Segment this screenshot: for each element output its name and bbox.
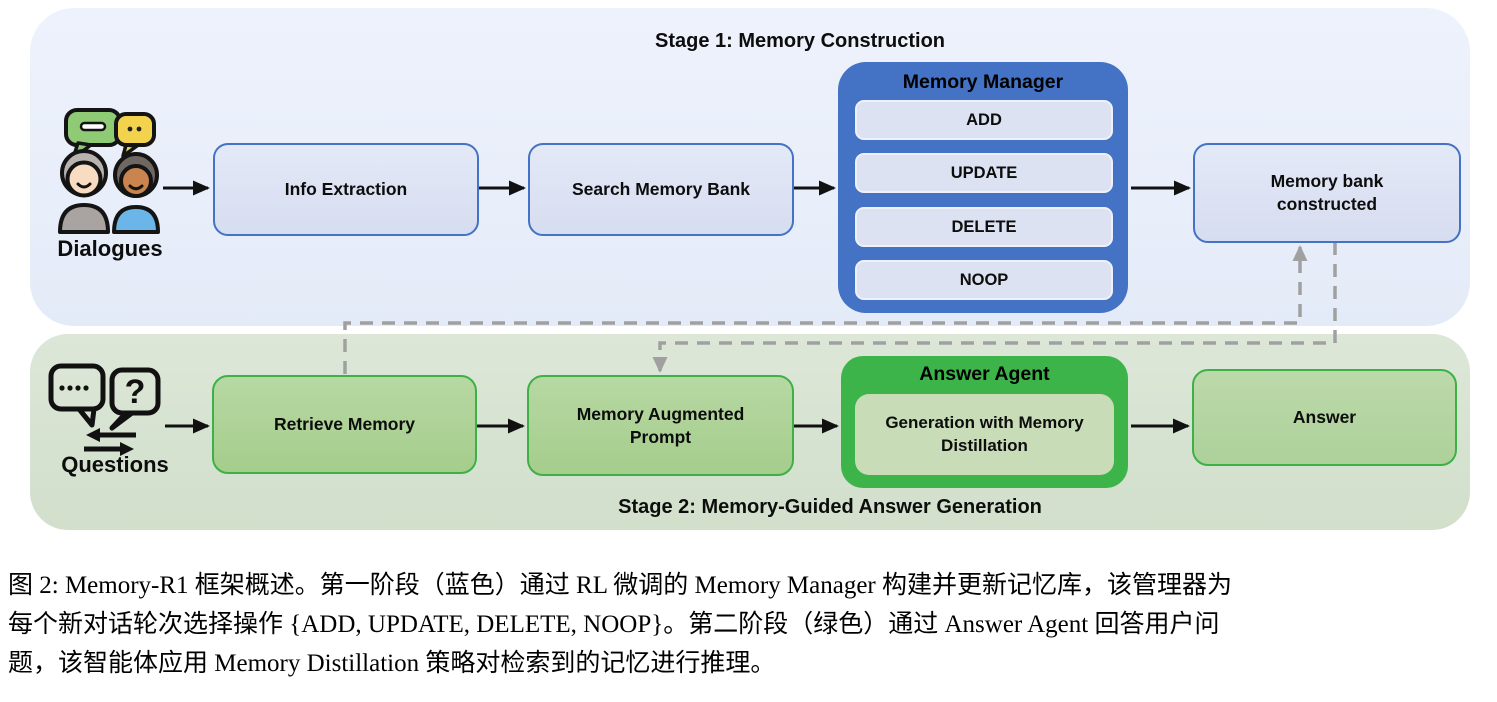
caption-line-2: 每个新对话轮次选择操作 {ADD, UPDATE, DELETE, NOOP}。… [8,611,1220,638]
questions-icon: ? [48,363,161,456]
action-update: UPDATE [855,153,1113,193]
dialogues-icon [58,108,160,234]
questions-label: Questions [61,452,169,477]
memory-manager-title: Memory Manager [902,71,1064,93]
exchange-arrows-icon [84,428,136,456]
speech-bubble-yellow-icon [114,112,156,158]
info-extraction-box: Info Extraction [213,143,479,236]
stage2-title: Stage 2: Memory-Guided Answer Generation [618,496,1042,518]
action-noop: NOOP [855,260,1113,300]
answer-agent-box: Answer Agent Generation with Memory Dist… [841,356,1128,488]
answer-agent-title: Answer Agent [919,363,1050,385]
memory-augmented-prompt-box: Memory Augmented Prompt [527,375,794,476]
caption-line-1: 图 2: Memory-R1 框架概述。第一阶段（蓝色）通过 RL 微调的 Me… [8,572,1233,599]
action-add: ADD [855,100,1113,140]
person-right-icon [112,152,160,234]
generation-with-memory-distillation-box: Generation with Memory Distillation [855,394,1114,475]
search-memory-bank-box: Search Memory Bank [528,143,794,236]
action-delete: DELETE [855,207,1113,247]
person-left-icon [58,149,110,234]
retrieve-memory-box: Retrieve Memory [212,375,477,474]
question-mark-glyph: ? [125,373,146,411]
memory-bank-constructed-box: Memory bank constructed [1193,143,1461,243]
stage1-title: Stage 1: Memory Construction [654,30,946,52]
memory-manager-box: Memory Manager ADD UPDATE DELETE NOOP [838,62,1128,313]
dots-speech-bubble-icon [48,363,106,428]
answer-box: Answer [1192,369,1457,466]
question-speech-bubble-icon [109,367,161,431]
figure-caption: 图 2: Memory-R1 框架概述。第一阶段（蓝色）通过 RL 微调的 Me… [8,566,1493,683]
dialogues-label: Dialogues [57,236,163,261]
caption-line-3: 题，该智能体应用 Memory Distillation 策略对检索到的记忆进行… [8,650,776,677]
